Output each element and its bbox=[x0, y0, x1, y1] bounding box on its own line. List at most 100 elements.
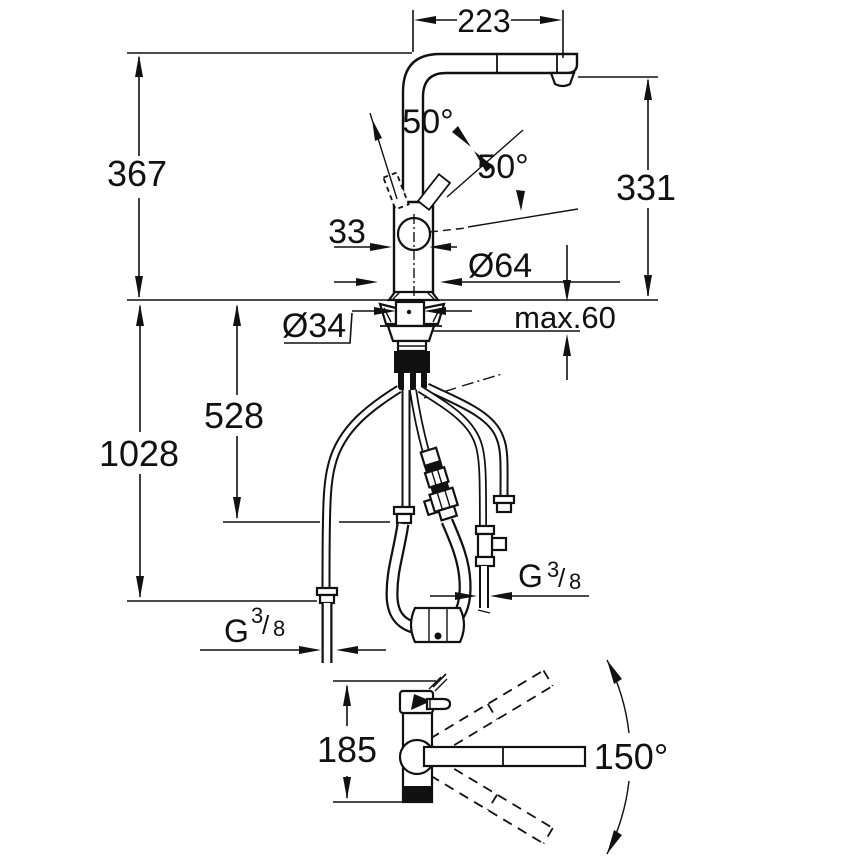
thread-right-den: 8 bbox=[569, 569, 581, 594]
coupler-band-2 bbox=[430, 481, 450, 494]
dim-max-deck: max.60 bbox=[514, 245, 616, 380]
dim-34-arrow-right bbox=[424, 307, 446, 315]
spray-axis-dashed bbox=[429, 227, 467, 233]
supply-right-nut bbox=[495, 501, 513, 514]
angle-valve-body bbox=[476, 532, 494, 559]
side-view: 50° 50° 223 367 331 bbox=[99, 3, 676, 664]
swivel-arrow-bottom bbox=[607, 830, 622, 854]
dim-331-arrow-bottom bbox=[644, 275, 652, 297]
angle-arrow-front-b bbox=[474, 151, 493, 172]
dim-hole-diameter: Ø34 bbox=[282, 307, 472, 345]
plan-spout-bar bbox=[422, 745, 587, 768]
dim-hose-mid: 528 bbox=[204, 304, 264, 519]
plan-lever bbox=[411, 694, 431, 710]
dim-spout-reach: 223 bbox=[412, 3, 564, 58]
mounting-wedge-left bbox=[378, 302, 398, 326]
valve-hose-upper-inner bbox=[410, 389, 429, 453]
supply-hose-right-inner bbox=[425, 384, 507, 497]
dim-1028-arrow-top bbox=[136, 304, 144, 326]
dim-max60-arrow-up bbox=[563, 334, 571, 356]
hose-weight-ribs bbox=[428, 608, 448, 642]
total-height-label: 367 bbox=[107, 153, 167, 194]
dim-g38-left-arrow-a bbox=[299, 646, 321, 654]
coupler-ribs-1 bbox=[431, 469, 443, 486]
spout-outline bbox=[401, 52, 579, 202]
pullout-fitting bbox=[395, 512, 413, 525]
dim-64-arrow-left bbox=[356, 278, 378, 286]
check-valve-assembly bbox=[419, 446, 460, 522]
coupler-bottom bbox=[437, 504, 459, 522]
hose-manifold bbox=[394, 351, 430, 373]
swivel-arc: 150° bbox=[429, 659, 668, 855]
pullout-loop-left-inner bbox=[387, 523, 418, 633]
dim-plan-height: 185 bbox=[317, 673, 447, 803]
dim-g38-right-arrow-b bbox=[490, 592, 512, 600]
dim-33-arrow-right bbox=[429, 243, 451, 251]
manifold-port-1 bbox=[398, 373, 404, 390]
base-flange-hatch bbox=[392, 291, 435, 300]
aerator bbox=[549, 71, 576, 88]
spout-assembly bbox=[401, 52, 579, 202]
dim-528-arrow-top bbox=[233, 304, 241, 326]
dim-185-arrow-bottom bbox=[343, 777, 351, 799]
dim-185-references bbox=[333, 673, 447, 803]
dim-34-leader bbox=[284, 310, 472, 344]
thread-left-den: 8 bbox=[273, 616, 285, 641]
thread-left-slash: / bbox=[262, 610, 270, 640]
swivel-arrow-top bbox=[607, 660, 622, 684]
dim-hose-total: 1028 bbox=[99, 304, 179, 598]
thread-right-slash: / bbox=[558, 563, 566, 593]
lever-position-front bbox=[416, 173, 452, 211]
base-diameter-label: Ø64 bbox=[468, 247, 532, 285]
angle-arrow-spray bbox=[516, 190, 525, 211]
dim-223-arrow-left bbox=[414, 16, 436, 24]
shank-screw bbox=[406, 309, 412, 315]
dim-367-arrow-top bbox=[135, 55, 143, 77]
dim-331-arrow-top bbox=[644, 78, 652, 100]
valve-tail-end bbox=[477, 609, 491, 614]
manifold-port-3 bbox=[421, 373, 427, 390]
reference-lines bbox=[127, 52, 658, 602]
dim-max60-arrow-down bbox=[563, 280, 571, 302]
stabilizer-plate bbox=[386, 324, 436, 343]
hose-mid-label: 528 bbox=[204, 395, 264, 436]
lever-angle-front-label: 50° bbox=[477, 148, 528, 186]
angle-arrow-back bbox=[372, 119, 382, 141]
dim-g38-right-arrow-a bbox=[455, 592, 477, 600]
dim-223-arrow-right bbox=[540, 16, 562, 24]
angle-valve-bottom-nut bbox=[474, 555, 496, 568]
supply-left-nut bbox=[318, 593, 336, 605]
dim-thread-right: G 3 / 8 bbox=[430, 557, 589, 600]
plan-base-band bbox=[403, 786, 432, 802]
coupler-band-1 bbox=[423, 460, 444, 473]
dim-outlet-height: 331 bbox=[616, 78, 676, 297]
dim-528-arrow-bottom bbox=[233, 497, 241, 519]
dim-367-arrow-bottom bbox=[135, 276, 143, 298]
lever-angle-callouts: 50° 50° bbox=[369, 103, 579, 233]
dim-body-depth: 33 bbox=[328, 213, 457, 251]
body-depth-label: 33 bbox=[328, 213, 366, 251]
swivel-label: 150° bbox=[594, 736, 668, 777]
plan-body bbox=[398, 676, 587, 804]
dim-base-diameter: Ø64 bbox=[334, 247, 620, 286]
plan-break-marks bbox=[428, 676, 448, 692]
dim-g38-left-arrow-b bbox=[336, 646, 358, 654]
coupler-top bbox=[419, 446, 442, 468]
spray-axis-line bbox=[467, 208, 579, 228]
outlet-height-label: 331 bbox=[616, 167, 676, 208]
thread-left-g: G bbox=[224, 613, 249, 649]
hose-weight bbox=[409, 606, 466, 644]
thread-left-num: 3 bbox=[251, 603, 263, 628]
dim-total-height: 367 bbox=[107, 55, 167, 298]
dim-1028-arrow-bottom bbox=[136, 576, 144, 598]
max-deck-label: max.60 bbox=[514, 300, 616, 335]
hose-total-label: 1028 bbox=[99, 433, 179, 474]
lever-position-back-dashed bbox=[382, 171, 410, 211]
supply-hose-left-inner bbox=[323, 386, 401, 589]
hose-assembly bbox=[315, 373, 516, 664]
top-view: 185 150° bbox=[317, 659, 668, 855]
plan-height-label: 185 bbox=[317, 729, 377, 770]
angle-arrow-front-a bbox=[452, 126, 471, 147]
angle-valve-top-nut bbox=[474, 524, 496, 536]
